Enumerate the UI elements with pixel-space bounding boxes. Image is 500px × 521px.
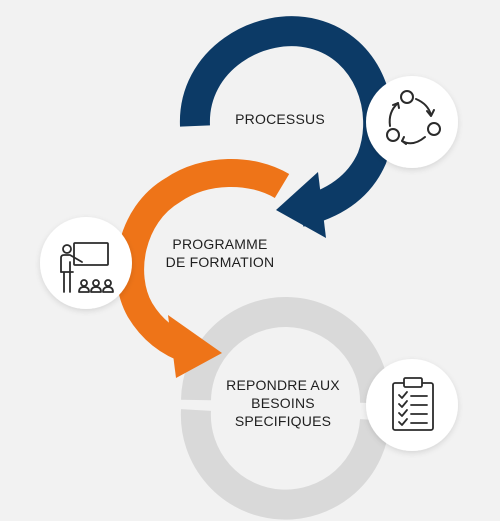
programme-label-line-1: PROGRAMME	[172, 236, 268, 252]
programme-arrowhead	[168, 315, 222, 378]
repondre-label-line-1: REPONDRE AUX	[226, 377, 340, 393]
repondre-label-line-2: BESOINS	[251, 395, 315, 411]
cycle-arrows-icon	[386, 90, 441, 145]
programme-label: PROGRAMME DE FORMATION	[140, 235, 300, 271]
processus-ring	[179, 16, 394, 227]
processus-label: PROCESSUS	[200, 110, 360, 128]
teacher-presentation-icon	[60, 242, 114, 293]
repondre-label-line-3: SPECIFIQUES	[234, 413, 332, 429]
repondre-label: REPONDRE AUX BESOINS SPECIFIQUES	[198, 376, 368, 430]
repondre-ring-lower	[180, 409, 390, 520]
programme-label-line-2: DE FORMATION	[165, 254, 275, 270]
repondre-icon-badge	[366, 359, 458, 451]
programme-icon-badge	[40, 217, 132, 309]
processus-label-line: PROCESSUS	[235, 111, 325, 127]
processus-arrowhead	[276, 172, 326, 238]
programme-ring	[116, 158, 290, 364]
clipboard-checklist-icon	[392, 377, 434, 431]
processus-icon-badge	[366, 76, 458, 168]
